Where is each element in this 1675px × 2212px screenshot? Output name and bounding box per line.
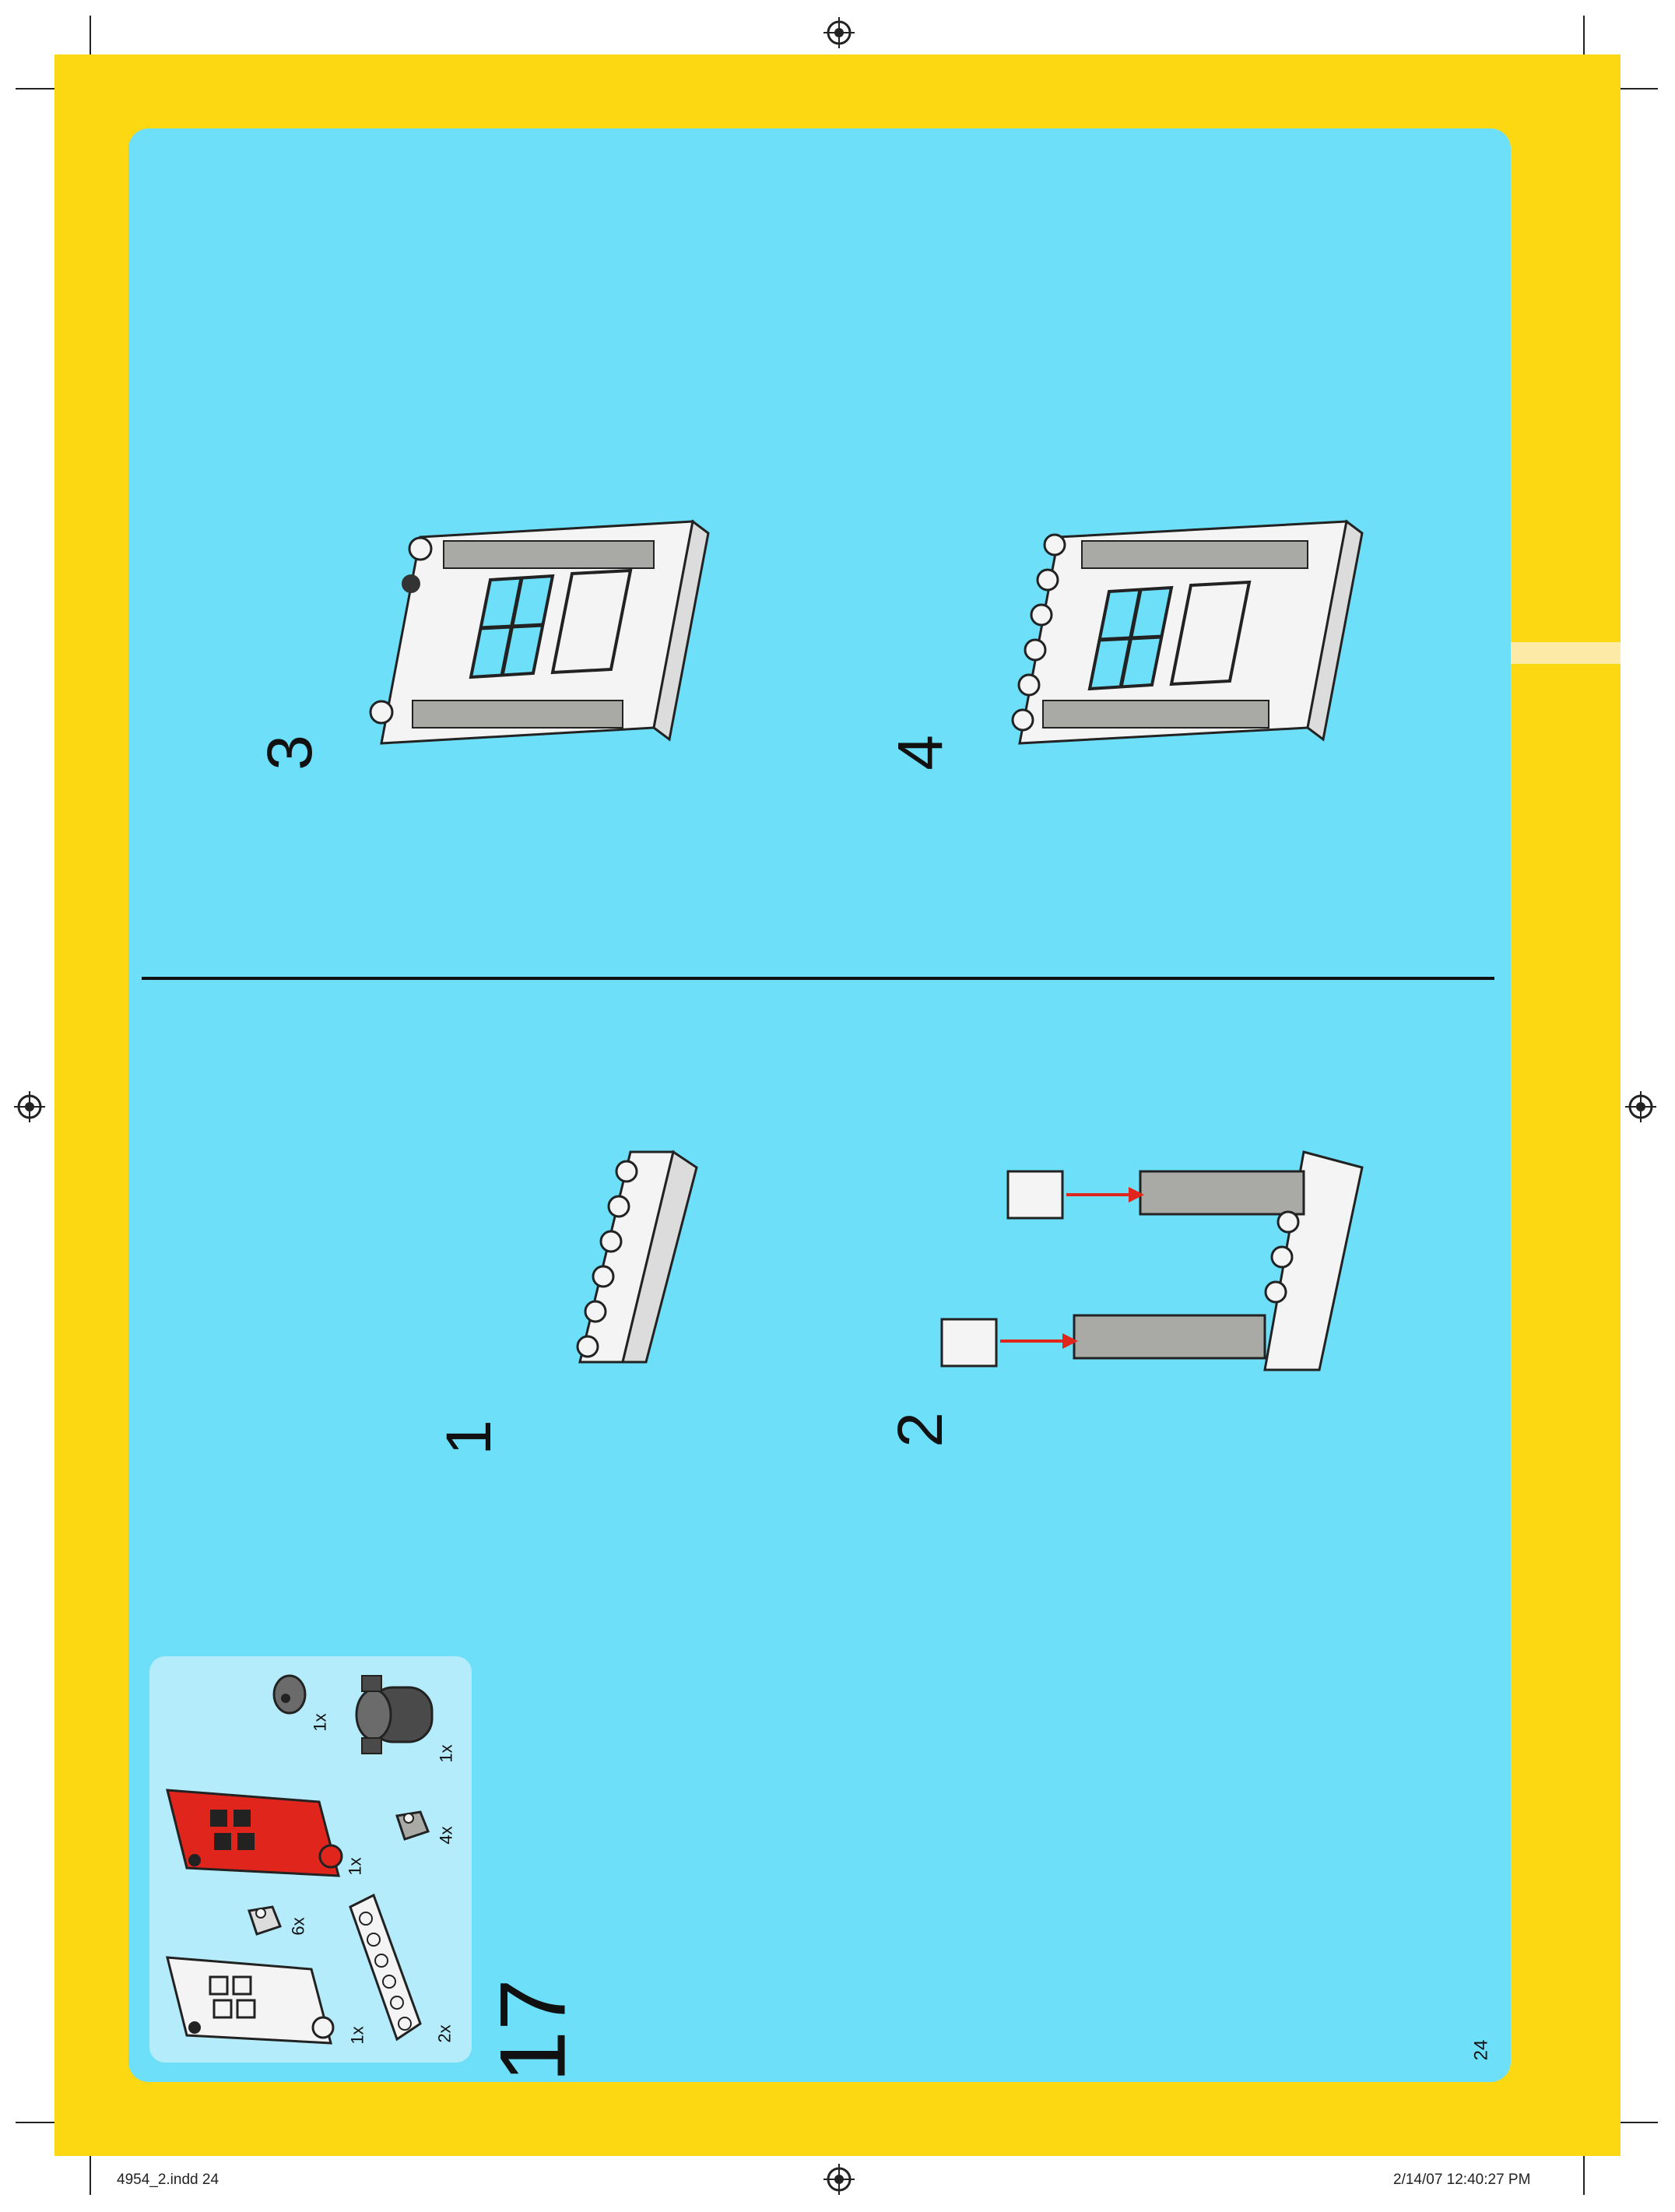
part-quantity: 1x bbox=[436, 1744, 456, 1763]
part-quantity: 1x bbox=[347, 2026, 367, 2045]
step-number: 4 bbox=[884, 735, 956, 771]
part-quantity: 4x bbox=[436, 1826, 456, 1845]
crop-mark bbox=[1611, 2122, 1658, 2123]
crop-mark bbox=[1583, 2148, 1585, 2195]
step1-white-brick-icon bbox=[576, 1150, 698, 1364]
part-quantity: 6x bbox=[288, 1917, 308, 1936]
step-number: 1 bbox=[433, 1420, 504, 1455]
build-step-number: 17 bbox=[480, 1979, 585, 2083]
registration-mark-icon bbox=[14, 1091, 45, 1122]
footer-timestamp: 2/14/07 12:40:27 PM bbox=[1393, 2172, 1531, 2188]
white-1x6-brick-icon bbox=[349, 1893, 422, 2042]
crop-mark bbox=[16, 2122, 62, 2123]
crop-mark bbox=[1611, 88, 1658, 90]
step-divider bbox=[142, 977, 1494, 980]
step4-window-frame-icon bbox=[1011, 519, 1364, 745]
crop-mark bbox=[90, 16, 91, 62]
step2-u-frame-icon bbox=[940, 1150, 1364, 1371]
crop-mark bbox=[90, 2148, 91, 2195]
step-number: 2 bbox=[884, 1412, 956, 1448]
footer-file-name: 4954_2.indd 24 bbox=[117, 2172, 219, 2188]
crop-mark bbox=[1583, 16, 1585, 62]
dark-gray-round-plate-icon bbox=[272, 1674, 307, 1715]
step-number: 3 bbox=[254, 735, 325, 771]
dark-gray-cylinder-part-icon bbox=[355, 1675, 434, 1754]
part-quantity: 1x bbox=[345, 1857, 365, 1876]
part-quantity: 2x bbox=[434, 2024, 455, 2043]
registration-mark-icon bbox=[1625, 1091, 1656, 1122]
red-window-door-panel-icon bbox=[166, 1789, 343, 1877]
part-quantity: 1x bbox=[310, 1713, 330, 1732]
gray-1x1-brick-icon bbox=[395, 1810, 430, 1841]
registration-mark-icon bbox=[823, 2164, 855, 2195]
light-gray-1x1-brick-icon bbox=[248, 1905, 282, 1936]
page-number: 24 bbox=[1470, 2039, 1492, 2061]
registration-mark-icon bbox=[823, 17, 855, 48]
step3-window-frame-icon bbox=[369, 519, 710, 745]
white-window-door-panel-icon bbox=[166, 1956, 335, 2045]
crop-mark bbox=[16, 88, 62, 90]
